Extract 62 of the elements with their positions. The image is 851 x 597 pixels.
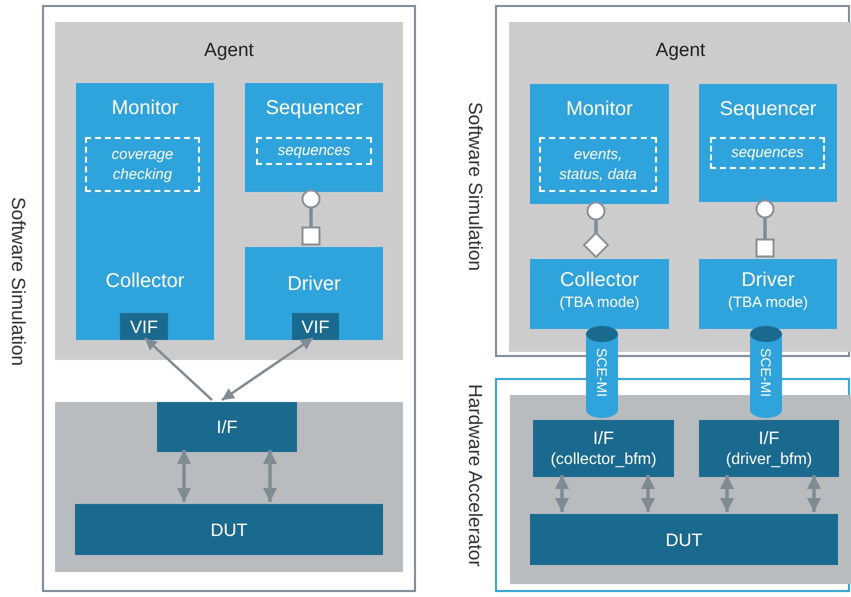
block-label: I/F [216, 416, 238, 438]
interface-block [292, 313, 339, 340]
block-title: Collector [560, 268, 639, 293]
arrow [555, 475, 569, 512]
frame-label: Software Simulation [8, 197, 27, 366]
hardware-panel [510, 395, 851, 584]
interface-block [75, 504, 383, 555]
block-label: I/F [758, 427, 780, 449]
panel-title: Agent [203, 39, 255, 63]
block-title: Driver [741, 268, 795, 293]
interface-connector [302, 190, 320, 246]
dashed-box [256, 137, 372, 165]
block-label: (collector_bfm) [550, 450, 656, 470]
block-label: VIF [130, 316, 158, 338]
block-label: (driver_bfm) [726, 450, 812, 470]
interface-block [530, 514, 838, 565]
block-title: Driver [287, 272, 341, 297]
component-block [699, 259, 837, 329]
component-block [245, 247, 383, 340]
block-title: Monitor [112, 96, 178, 121]
frame-label: Hardware Accelerator [465, 384, 484, 567]
arrow [221, 336, 314, 402]
dashed-box [539, 137, 657, 192]
channel-label: SCE-MI [595, 348, 609, 396]
component-block [530, 84, 669, 204]
frame-label: Software Simulation [465, 102, 484, 271]
interface-connector [583, 202, 609, 258]
block-label: I/F [593, 427, 614, 449]
block-title: Collector [104, 269, 186, 294]
agent-panel [55, 22, 403, 360]
dashed-box [710, 137, 825, 169]
interface-connector [756, 200, 774, 258]
block-title: Sequencer [266, 96, 362, 121]
interface-block [120, 313, 168, 340]
channel-label: SCE-MI [759, 348, 773, 396]
arrow [177, 450, 191, 502]
interface-block [699, 420, 839, 477]
panel-title: Agent [654, 39, 706, 63]
dashed-box [85, 137, 200, 192]
interface-block [533, 420, 674, 477]
arrow [807, 475, 821, 512]
arrow [144, 337, 213, 401]
component-block [76, 83, 214, 340]
block-title: Sequencer [720, 97, 816, 122]
arrow [720, 475, 734, 512]
block-label: DUT [210, 518, 248, 540]
block-label: VIF [301, 316, 330, 338]
component-block [530, 259, 669, 329]
component-block [699, 84, 837, 202]
interface-block [157, 402, 297, 452]
arrow [641, 475, 655, 512]
dashed-box-text: coverage checking [110, 144, 174, 184]
block-subtitle: (TBA mode) [559, 293, 640, 313]
block-title: Monitor [566, 97, 633, 122]
dashed-box-text: sequences [730, 143, 805, 163]
component-block [245, 83, 383, 192]
block-label: DUT [666, 528, 702, 550]
hardware-panel [55, 402, 403, 572]
block-subtitle: (TBA mode) [728, 293, 808, 313]
dashed-box-text: events, status, data [558, 144, 638, 184]
arrow [263, 450, 277, 502]
dashed-box-text: sequences [276, 141, 352, 161]
